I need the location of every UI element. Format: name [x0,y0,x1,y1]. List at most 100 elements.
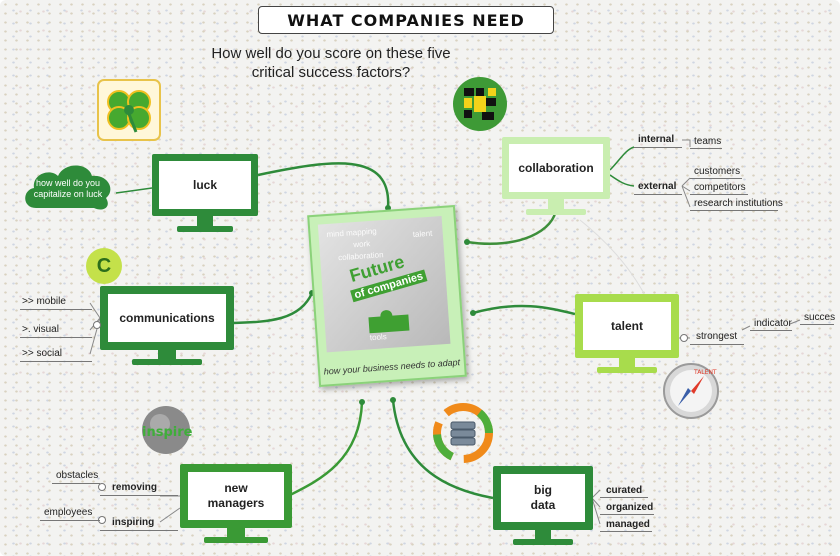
page-subtitle: How well do you score on these five crit… [196,44,466,82]
center-future-of-companies[interactable]: mind mapping work talent collaboration F… [307,205,467,387]
collab-external-competitors: competitors [694,182,746,193]
big-data-node[interactable]: big data [493,466,593,546]
talent-stand-neck [619,358,635,367]
puzzle-word-mind-mapping: mind mapping [326,226,378,240]
connector-dot-talent [470,310,476,316]
big-data-label-1: big [534,483,552,497]
connector-dot-big-data [390,397,396,403]
luck-node[interactable]: luck [152,154,258,234]
connector-big-data [391,399,494,500]
luck-label: luck [192,177,217,192]
talent-node[interactable]: talent [575,294,679,374]
talent-indicator-underline [750,330,792,331]
big-data-curated: curated [606,485,643,496]
communications-stand-base [132,359,202,365]
collaboration-node[interactable]: collaboration [502,137,610,217]
collab-external-research: research institutions [694,198,783,209]
communications-node[interactable]: communications [100,286,234,366]
talent-success-underline [800,324,834,325]
big-data-screen: big data [493,466,593,530]
luck-note: how well do you capitalize on luck [33,178,103,199]
inspire-sphere-icon: inspire [142,406,193,454]
talent-stand-base [597,367,657,373]
communications-stand-neck [158,350,176,359]
collaboration-screen: collaboration [502,137,610,199]
big-data-managed: managed [606,519,650,530]
branch-external-list [681,177,691,208]
new-managers-node[interactable]: new managers [180,464,292,544]
new-managers-label-2: managers [207,496,265,510]
collab-internal-teams: teams [694,136,722,147]
connector-cloud [115,187,153,194]
luck-stand-base [177,226,233,232]
talent-compass-icon: TALENT [663,363,719,419]
comm-child-social-underline [20,361,92,362]
collab-external-research-underline [690,210,778,211]
collaboration-stand-neck [548,199,564,209]
talent-label: talent [610,318,643,333]
collab-external-competitors-underline [690,194,748,195]
communications-badge-icon: C [86,248,122,284]
branch-collab-external [609,174,635,187]
communications-screen: communications [100,286,234,350]
branch-talent-indicator [741,325,751,331]
comm-child-mobile-underline [20,309,92,310]
big-data-stand-neck [535,530,551,539]
branch-bigdata [591,489,601,525]
big-data-organized-underline [600,514,654,515]
page-title: WHAT COMPANIES NEED [258,6,554,34]
luck-note-cloud-icon [25,165,111,210]
talent-strongest: strongest [696,331,738,342]
connector-dot-new-managers [359,399,365,405]
center-puzzle-image: mind mapping work talent collaboration F… [317,215,451,353]
collab-external-customers-underline [690,178,742,179]
connector-dot-collaboration [464,239,470,245]
inspire-icon-text: inspire [142,425,193,440]
comm-child-social: >> social [22,348,63,359]
big-data-stand-base [513,539,573,545]
branch-collab-internal [609,146,635,171]
managers-child-removing: removing [112,482,158,493]
communications-label: communications [119,310,215,325]
managers-child-removing-underline [100,495,178,496]
new-managers-screen: new managers [180,464,292,528]
managers-child-inspiring: inspiring [112,517,155,528]
connector-luck [257,162,390,209]
luck-stand-neck [197,216,213,226]
talent-strongest-underline [690,344,744,345]
clover-icon [97,79,161,141]
branch-internal-teams [682,139,691,147]
collab-external-underline [634,194,682,195]
big-data-managed-underline [600,531,652,532]
managers-grandchild-employees: employees [44,507,93,518]
comm-child-visual-underline [20,337,92,338]
managers-grandchild-obstacles: obstacles [56,470,99,481]
puzzle-word-work: work [353,239,371,250]
big-data-curated-underline [600,497,648,498]
collaboration-label: collaboration [518,160,594,175]
comm-child-visual: >. visual [22,324,59,335]
connector-talent [472,304,576,316]
puzzle-piece-icon [368,310,410,334]
collab-external-customers: customers [694,166,741,177]
connector-new-managers [289,401,364,497]
new-managers-label-1: new [224,481,248,495]
talent-branch-dot [680,334,688,342]
collab-internal: internal [638,134,675,145]
talent-success: succes [804,312,836,323]
puzzle-word-talent: talent [412,228,433,240]
managers-grandchild-employees-underline [40,520,100,521]
branch-talent-success [789,319,801,325]
center-caption: how your business needs to adapt [323,357,461,377]
talent-icon-text: TALENT [693,369,717,376]
collaboration-stand-base [526,209,586,215]
big-data-label-2: data [530,498,556,512]
collaboration-puzzle-icon [453,77,507,131]
managers-child-inspiring-underline [100,530,178,531]
talent-screen: talent [575,294,679,358]
collab-internal-teams-underline [690,148,722,149]
managers-grandchild-obstacles-underline [52,483,100,484]
big-data-organized: organized [606,502,654,513]
